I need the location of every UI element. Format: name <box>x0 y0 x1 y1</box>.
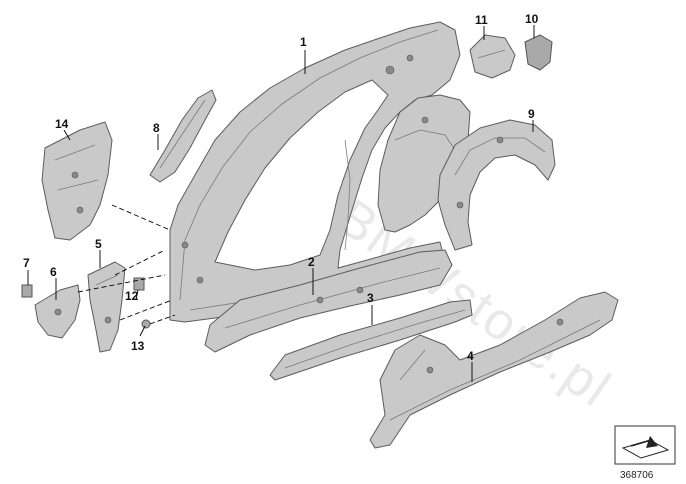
part-9-wheel-arch <box>437 119 556 251</box>
callout-3: 3 <box>367 291 374 305</box>
leader-lines <box>27 25 535 382</box>
callout-14: 14 <box>55 117 69 131</box>
part-11-bracket <box>469 34 516 79</box>
part-12-clip <box>133 277 145 291</box>
callout-9: 9 <box>528 107 535 121</box>
part-14-b-pillar-inner <box>41 121 113 241</box>
arrow-plane-icon <box>621 436 670 459</box>
part-8-a-pillar-reinforcement <box>149 89 217 183</box>
callout-1: 1 <box>300 35 307 49</box>
callout-7: 7 <box>23 256 30 270</box>
part-13-clip <box>141 319 151 329</box>
part-4-outer-sill <box>369 291 619 449</box>
part-10-bracket <box>524 34 553 71</box>
document-number: 368706 <box>620 470 654 481</box>
part-6-bracket <box>34 284 81 339</box>
callout-2: 2 <box>308 255 315 269</box>
callout-12: 12 <box>125 289 139 303</box>
callout-5: 5 <box>95 237 102 251</box>
callout-6: 6 <box>50 265 57 279</box>
callout-8: 8 <box>153 121 160 135</box>
callout-labels: 1 2 3 4 5 6 7 8 9 10 11 12 13 14 <box>23 12 539 363</box>
callout-10: 10 <box>525 12 539 26</box>
part-2-sill-inner <box>204 249 453 353</box>
part-7-clip <box>21 284 33 298</box>
orientation-icon <box>614 425 676 465</box>
part-3-sill-reinforcement <box>269 299 473 381</box>
callout-13: 13 <box>131 339 145 353</box>
callout-4: 4 <box>467 349 474 363</box>
part-5-pillar-reinforcement <box>87 261 126 353</box>
callout-11: 11 <box>475 13 488 27</box>
assembly-dashed-lines <box>77 204 176 325</box>
